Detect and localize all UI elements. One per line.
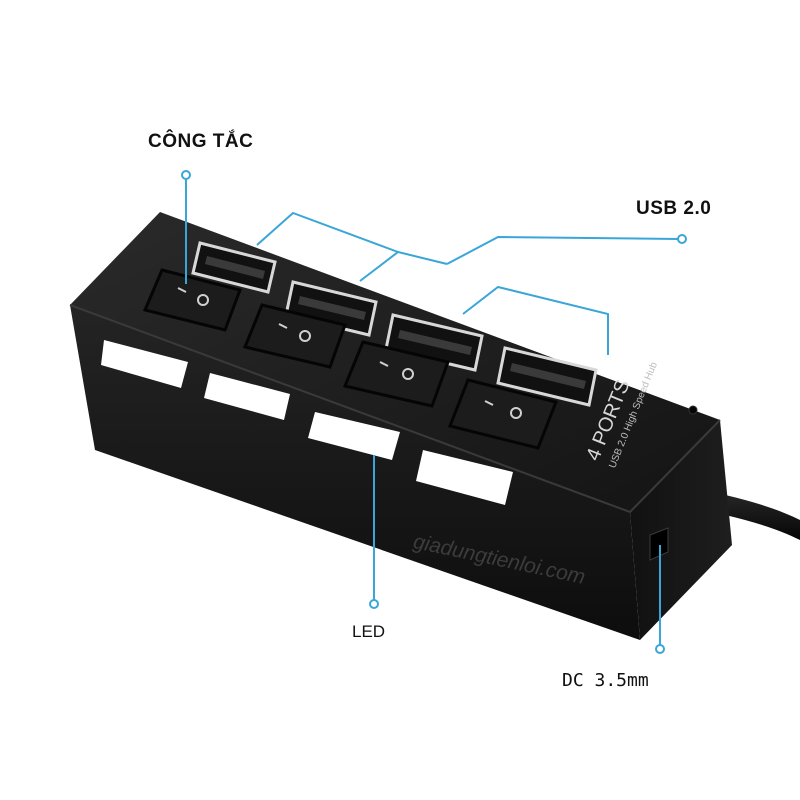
hub-end-face [630, 420, 732, 640]
usb-callout-label: USB 2.0 [636, 198, 712, 219]
usb-ports [191, 241, 598, 407]
led-window [101, 340, 188, 388]
usb-port [384, 313, 484, 372]
dc-callout-label: DC 3.5mm [562, 670, 649, 691]
led-window [308, 412, 400, 460]
led-callout-label: LED [352, 622, 386, 641]
rocker-switch [342, 340, 450, 408]
status-led-dot [688, 405, 698, 415]
led-windows [101, 340, 513, 505]
dc-jack [649, 527, 669, 561]
rocker-switch [447, 378, 559, 450]
rocker-switch [242, 303, 347, 369]
usb-port [496, 346, 598, 407]
usb-port [191, 241, 277, 294]
rocker-switches [142, 268, 559, 450]
led-window [416, 450, 513, 505]
callout-endpoints [181, 170, 687, 654]
callout-lines [185, 175, 680, 645]
led-window [204, 373, 290, 420]
hub-edge-highlight [69, 304, 721, 514]
rocker-switch [142, 268, 242, 332]
switch-callout-label: CÔNG TẮC [148, 131, 254, 152]
usb-port [284, 280, 378, 337]
